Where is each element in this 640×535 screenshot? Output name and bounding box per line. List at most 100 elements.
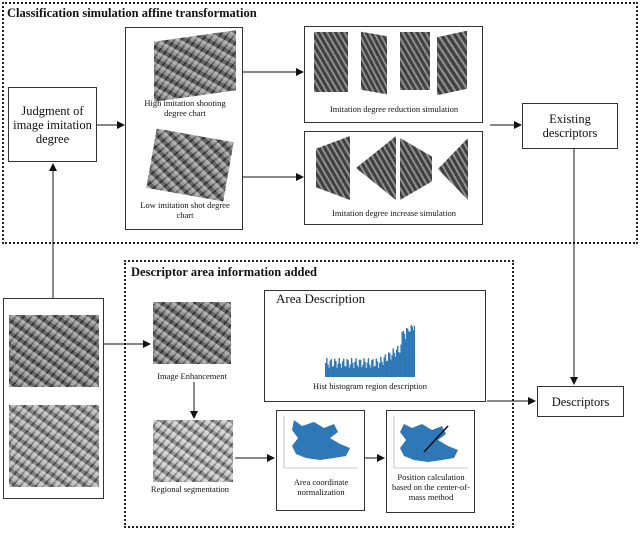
histogram-bar xyxy=(368,364,371,377)
histogram-bar xyxy=(410,325,412,377)
histogram-bar xyxy=(341,361,344,377)
judgment-label: Judgment of image imitation degree xyxy=(13,103,92,146)
histogram-bar xyxy=(325,363,327,377)
descriptors-box xyxy=(537,386,624,417)
histogram-bar xyxy=(344,365,346,377)
enhancement-image xyxy=(153,302,231,364)
histogram-bar xyxy=(391,355,393,377)
histogram-bar xyxy=(409,331,411,377)
histogram-bar xyxy=(397,345,399,377)
existing-descriptors-label: Existing descriptors xyxy=(542,112,598,140)
histogram-bar xyxy=(353,367,355,377)
histogram-bar xyxy=(381,361,383,377)
histogram-bar xyxy=(339,363,342,377)
increase-label: Imitation degree increase simulation xyxy=(332,208,456,218)
histogram-bar xyxy=(374,365,376,377)
histogram-bar xyxy=(329,360,331,377)
histogram-bar xyxy=(395,349,398,377)
histogram-bar xyxy=(393,352,396,377)
histogram-bar xyxy=(361,367,363,377)
histogram-bar xyxy=(365,367,367,377)
normalization-plot xyxy=(283,416,358,469)
histogram-bar xyxy=(359,359,362,377)
histogram-bar xyxy=(326,358,328,377)
histogram-bar xyxy=(358,359,361,377)
position-plot xyxy=(393,416,468,469)
histogram-bar xyxy=(390,359,392,377)
histogram-bar xyxy=(346,359,348,377)
position-label: Position calculation based on the center… xyxy=(392,472,470,502)
histogram-bar xyxy=(398,352,400,377)
histogram-bar xyxy=(332,366,335,377)
segmentation-label: Regional segmentation xyxy=(150,484,230,494)
histogram-bar xyxy=(412,330,415,377)
reduction-image-1 xyxy=(314,32,348,92)
area-description-title: Area Description xyxy=(276,291,366,306)
histogram-bar xyxy=(389,353,391,377)
histogram-bar xyxy=(399,352,401,377)
top-section-title: Classification simulation affine transfo… xyxy=(7,6,257,20)
existing-descriptors-box xyxy=(522,103,618,149)
histogram-bar xyxy=(356,365,358,377)
histogram-bar xyxy=(372,359,374,377)
histogram-bar xyxy=(364,362,366,377)
histogram-bar xyxy=(328,367,330,377)
histogram-bar xyxy=(392,348,394,377)
histogram-bar xyxy=(330,359,333,377)
histogram-bar xyxy=(370,367,372,377)
histogram-bar xyxy=(413,325,415,377)
bottom-section-title: Descriptor area information added xyxy=(131,265,317,279)
histogram-bar xyxy=(411,326,414,377)
histogram-bar xyxy=(371,360,373,377)
histogram-bar xyxy=(327,364,329,377)
histogram-bar xyxy=(348,367,351,377)
descriptors-label: Descriptors xyxy=(551,394,610,409)
histogram-bar xyxy=(402,330,405,377)
histogram-bar xyxy=(352,362,354,377)
histogram-chart xyxy=(325,325,415,377)
histogram-bar xyxy=(376,361,379,377)
histogram-bar xyxy=(401,331,403,377)
histogram-bar xyxy=(343,358,345,377)
high-imitation-label: High imitation shooting degree chart xyxy=(144,98,226,118)
normalization-blob xyxy=(292,420,350,460)
histogram-bar xyxy=(384,354,387,377)
histogram-bar xyxy=(386,360,389,377)
histogram-bar xyxy=(394,356,397,377)
histogram-bar xyxy=(385,361,388,377)
histogram-bar xyxy=(404,338,407,377)
histogram-bars xyxy=(325,325,415,377)
area-description-box xyxy=(264,290,486,402)
histogram-bar xyxy=(335,361,337,377)
histogram-bar xyxy=(400,344,402,377)
histogram-label: Hist histogram region description xyxy=(312,381,428,391)
position-blob xyxy=(400,424,458,462)
enhancement-label: Image Enhancement xyxy=(157,371,227,381)
segmentation-image xyxy=(153,420,233,482)
histogram-bar xyxy=(350,358,353,377)
histogram-bar xyxy=(403,333,406,377)
histogram-bar xyxy=(334,358,336,377)
histogram-bar xyxy=(338,358,340,377)
histogram-bar xyxy=(336,367,338,377)
histogram-bar xyxy=(375,358,378,377)
histogram-bar xyxy=(349,364,352,377)
histogram-bar xyxy=(380,356,382,377)
histogram-bar xyxy=(367,358,370,377)
histogram-bar xyxy=(363,358,365,377)
histogram-bar xyxy=(357,367,360,377)
histogram-bar xyxy=(355,358,357,377)
histogram-bar xyxy=(331,366,334,377)
reduction-label: Imitation degree reduction simulation xyxy=(329,104,459,114)
histogram-bar xyxy=(408,331,410,377)
histogram-bar xyxy=(337,363,339,377)
histogram-bar xyxy=(382,365,384,377)
top-section xyxy=(2,2,638,244)
histogram-bar xyxy=(379,362,381,377)
histogram-bar xyxy=(340,367,343,377)
low-imitation-label: Low imitation shot degree chart xyxy=(140,200,230,220)
judgment-box xyxy=(8,87,97,162)
histogram-bar xyxy=(366,362,369,377)
histogram-bar xyxy=(388,352,390,377)
